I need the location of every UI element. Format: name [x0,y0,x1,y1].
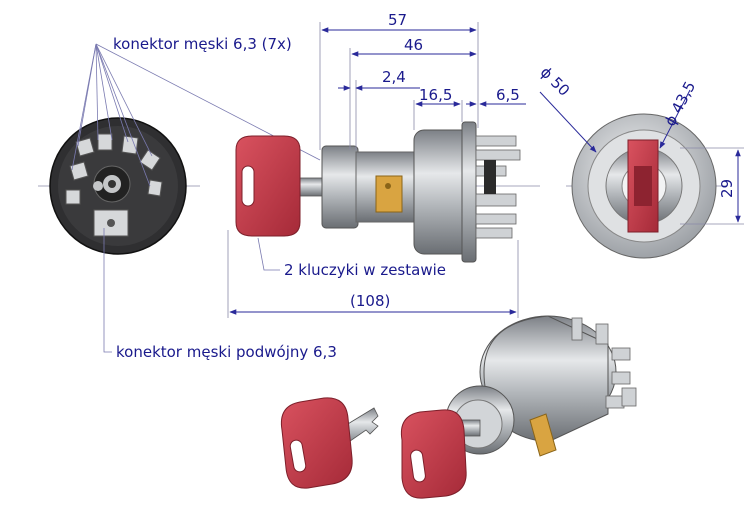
dim-16-5: 16,5 [419,86,452,104]
front-view [566,113,726,259]
spare-key-icon [280,397,379,489]
key-icon [235,135,327,237]
perspective-view [280,315,637,499]
dim-57: 57 [388,11,407,29]
inserted-key-icon [400,409,481,499]
side-view [235,121,540,263]
side-dimensions: 57 46 2,4 16,5 6,5 (108) [227,11,526,318]
brass-terminal [529,413,557,457]
dim-2-4: 2,4 [382,68,406,86]
double-connector-label: konektor męski podwójny 6,3 [116,343,337,361]
dim-diameter-43-5: ϕ 43,5 [661,78,699,129]
dim-29: 29 [718,179,736,198]
back-view [38,117,200,255]
brass-terminal [375,175,403,213]
dim-108: (108) [350,292,390,310]
male-connector-label: konektor męski 6,3 (7x) [113,35,292,53]
dim-46: 46 [404,36,423,54]
male-connector-terminals [65,133,163,205]
keys-label: 2 kluczyki w zestawie [284,261,446,279]
dim-6-5: 6,5 [496,86,520,104]
rear-terminals [475,135,521,239]
